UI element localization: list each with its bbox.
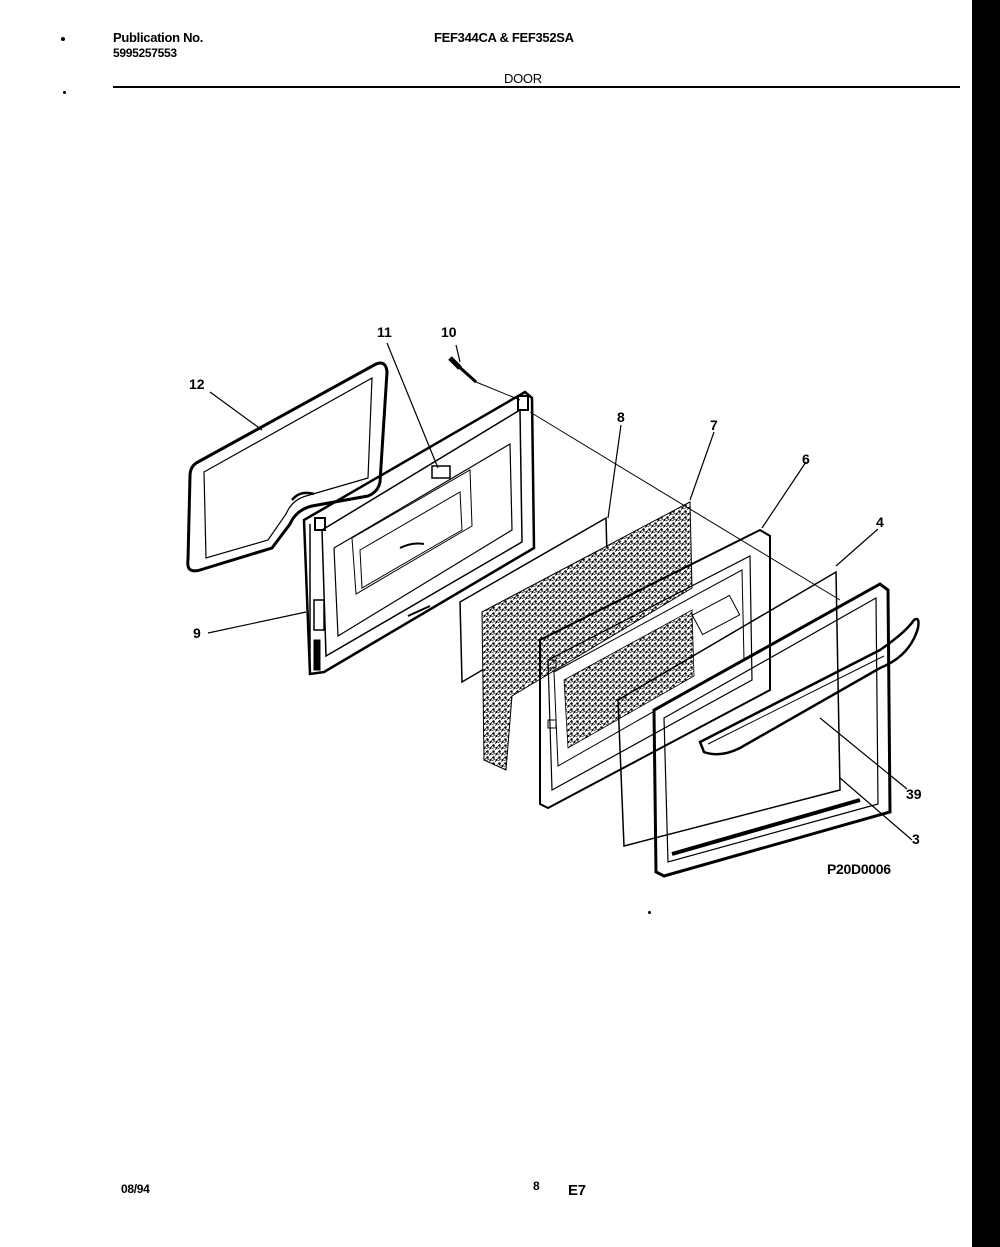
leader-lines [207,342,913,841]
scan-speck [63,91,66,94]
part-9-inner-door-frame [302,390,536,676]
part-39-door-handle [698,617,920,756]
publication-number: 5995257553 [113,46,177,60]
footer-page-number: 8 [533,1179,540,1193]
header-rule [113,86,960,88]
part-4-outer-glass [617,570,841,847]
callout-39: 39 [906,786,922,802]
scan-speck [648,911,651,914]
callout-6: 6 [802,451,810,467]
part-6-glass-frame [539,528,771,810]
callout-9: 9 [193,625,201,641]
part-3-outer-door-panel [652,582,892,878]
section-title: DOOR [504,71,542,86]
callout-7: 7 [710,417,718,433]
publication-label: Publication No. [113,30,204,45]
part-12-door-gasket [186,361,389,573]
callout-10: 10 [441,324,457,340]
callout-4: 4 [876,514,884,530]
footer-date: 08/94 [121,1182,150,1196]
scan-speck [61,37,65,41]
callout-3: 3 [912,831,920,847]
alignment-line [529,411,841,601]
footer-code: E7 [568,1182,586,1199]
callout-8: 8 [617,409,625,425]
part-7-insulation [481,501,693,771]
model-numbers: FEF344CA & FEF352SA [434,30,574,45]
part-10-screw [448,356,521,401]
diagram-code: P20D0006 [827,861,891,877]
callout-12: 12 [189,376,205,392]
callout-11: 11 [377,324,392,340]
page-edge-border [972,0,1000,1247]
